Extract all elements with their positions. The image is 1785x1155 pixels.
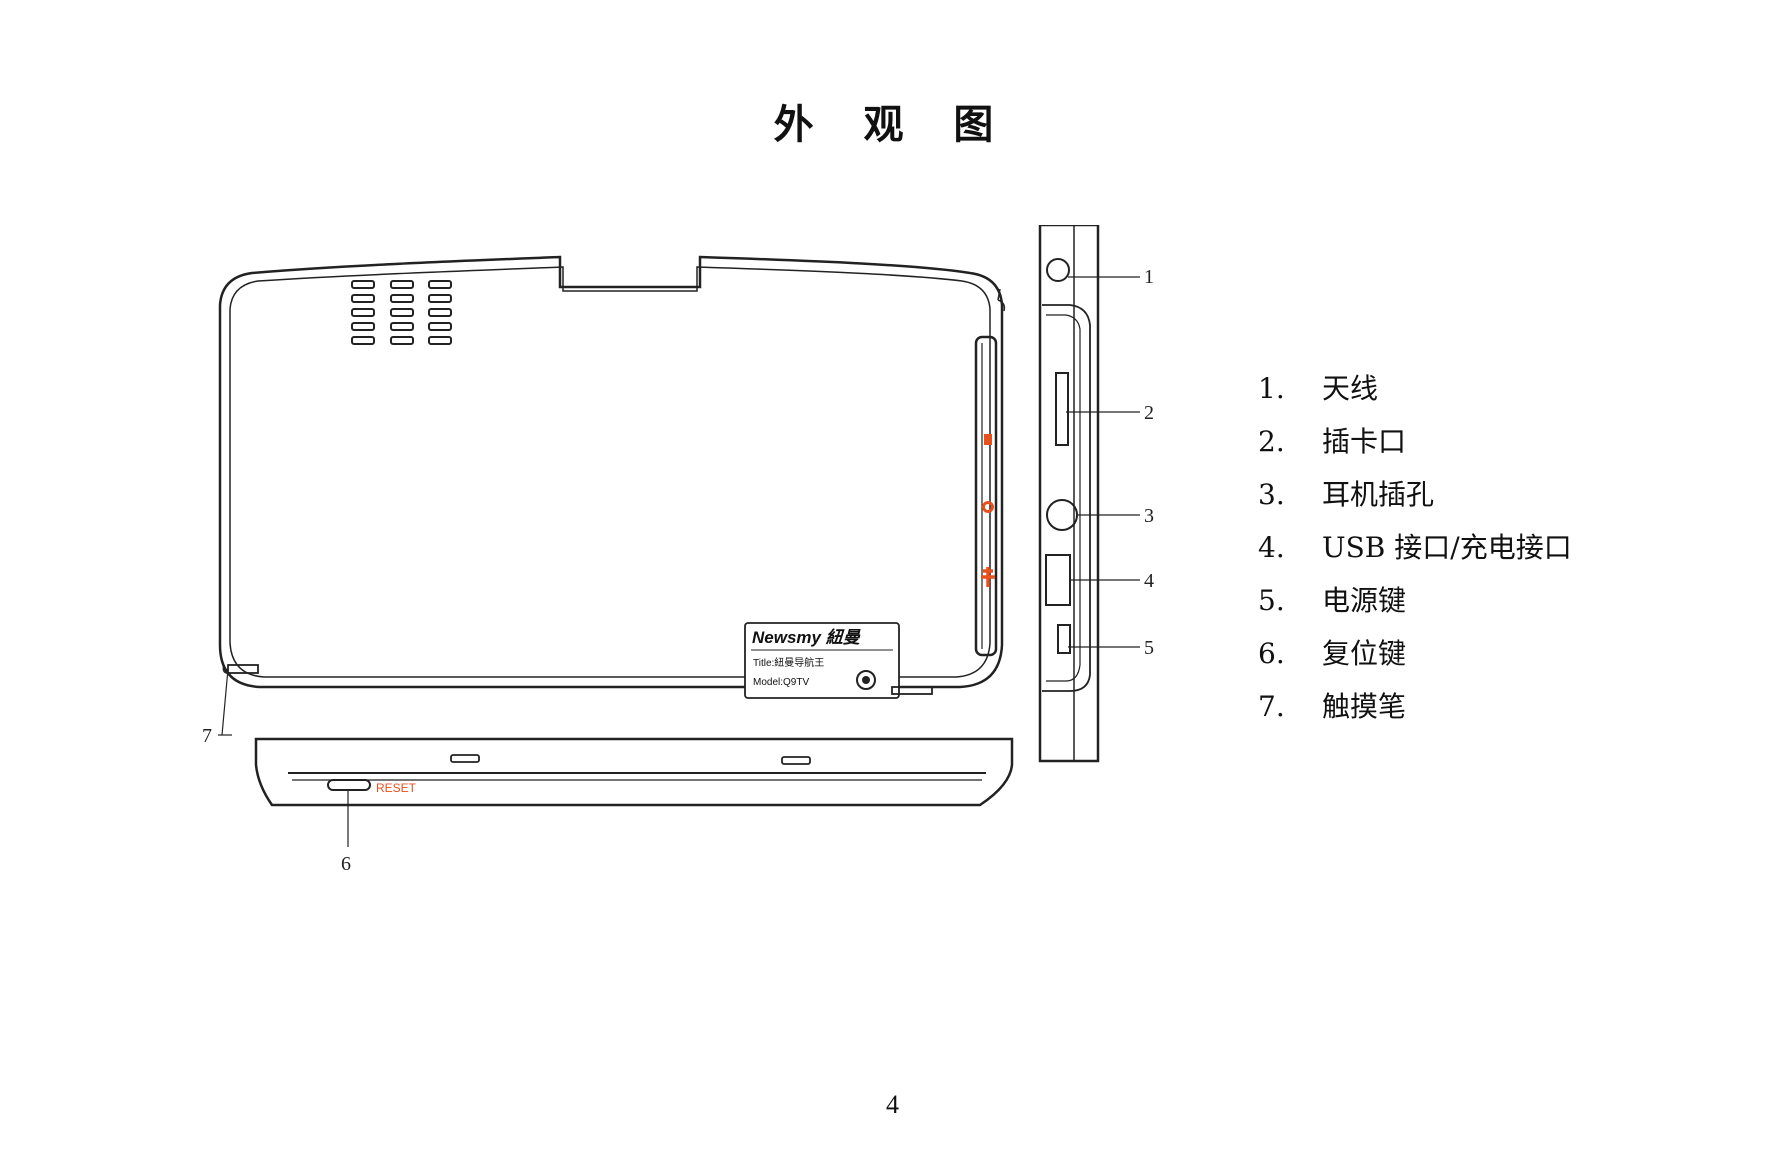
legend-text: USB 接口/充电接口 (1322, 531, 1572, 564)
parts-legend: 1. 天线 2. 插卡口 3. 耳机插孔 4. USB 接口/充电接口 5. 电源键 6.… (1258, 362, 1572, 733)
callout-5: 5 (1144, 637, 1154, 659)
reset-text: RESET (376, 781, 417, 795)
legend-item: 5. 电源键 (1258, 574, 1572, 627)
legend-number: 2. (1258, 425, 1285, 458)
legend-text: 复位键 (1322, 637, 1407, 670)
legend-number: 1. (1258, 372, 1285, 405)
card-slot-icon (984, 434, 992, 445)
legend-text: 天线 (1322, 372, 1379, 405)
legend-text: 插卡口 (1322, 425, 1407, 458)
legend-number: 4. (1258, 531, 1285, 564)
label-model-line: Model:Q9TV (753, 677, 809, 688)
legend-item: 2. 插卡口 (1258, 415, 1572, 468)
legend-item: 7. 触摸笔 (1258, 680, 1572, 733)
callout-1: 1 (1144, 266, 1154, 288)
legend-text: 触摸笔 (1322, 690, 1407, 723)
callout-3: 3 (1144, 505, 1154, 527)
speaker-grille (351, 280, 452, 345)
legend-number: 3. (1258, 478, 1285, 511)
callout-2: 2 (1144, 402, 1154, 424)
certification-mark-icon (856, 670, 876, 690)
bottom-nub (891, 686, 933, 695)
legend-number: 6. (1258, 637, 1285, 670)
callout-6: 6 (341, 853, 351, 875)
usb-icon (981, 567, 995, 587)
product-label: Newsmy 紐曼 Title:紐曼导航王 Model:Q9TV (744, 622, 900, 699)
device-back-view (218, 255, 1004, 689)
label-title-line: Title:紐曼导航王 (753, 656, 824, 669)
callout-leaders (218, 276, 1140, 847)
legend-text: 耳机插孔 (1322, 478, 1435, 511)
legend-text: 电源键 (1322, 584, 1407, 617)
headphone-icon (982, 501, 994, 513)
legend-number: 7. (1258, 690, 1285, 723)
page-title: 外 观 图 (773, 101, 1012, 148)
legend-number: 5. (1258, 584, 1285, 617)
legend-item: 4. USB 接口/充电接口 (1258, 521, 1572, 574)
legend-item: 6. 复位键 (1258, 627, 1572, 680)
page-number: 4 (886, 1090, 899, 1119)
side-rail (974, 288, 1006, 657)
callout-numbers: 1 2 3 4 5 6 7 (202, 266, 1154, 875)
label-brand: Newsmy 紐曼 (752, 628, 861, 647)
device-side-view (1038, 225, 1100, 763)
callout-7: 7 (202, 725, 212, 747)
callout-4: 4 (1144, 570, 1154, 592)
device-diagram: Newsmy 紐曼 Title:紐曼导航王 Model:Q9TV RESET (202, 225, 1154, 875)
legend-item: 1. 天线 (1258, 362, 1572, 415)
device-bottom-view (254, 737, 1014, 807)
legend-item: 3. 耳机插孔 (1258, 468, 1572, 521)
